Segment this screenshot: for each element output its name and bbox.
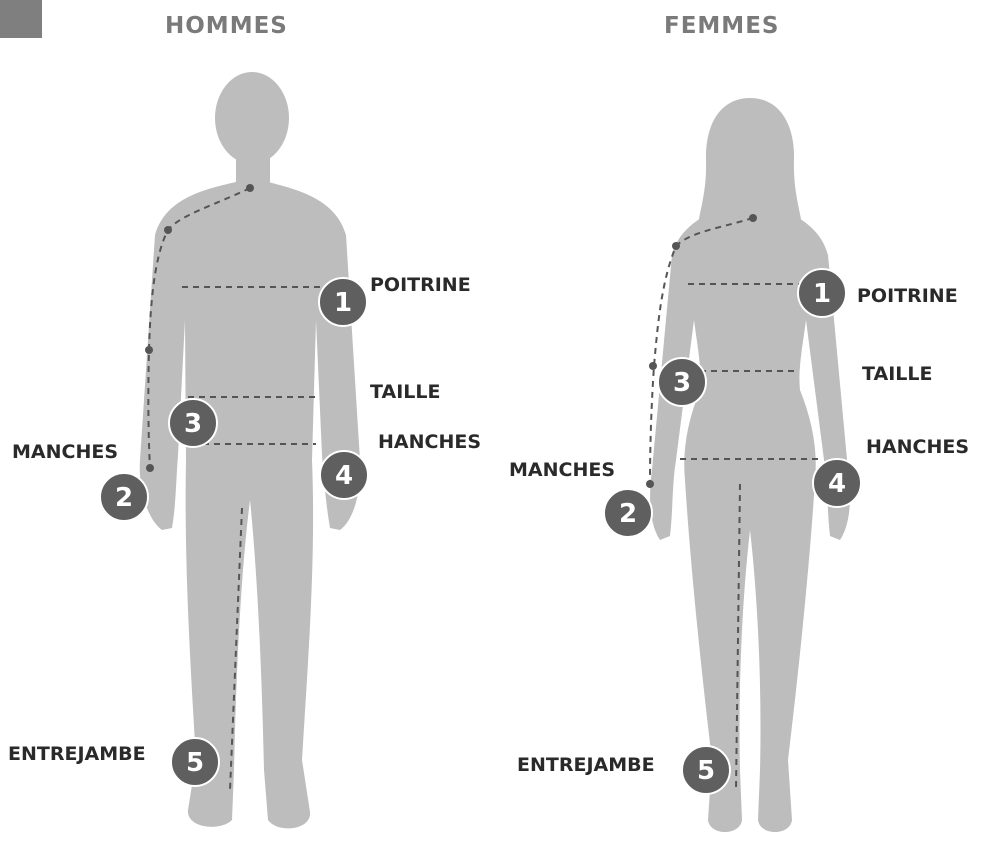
man-badge-3: 3 — [184, 409, 202, 439]
man-badge-2: 2 — [115, 483, 133, 513]
woman-badge-2: 2 — [619, 499, 637, 529]
woman-label-inseam: ENTREJAMBE — [517, 754, 655, 776]
man-badge-4: 4 — [335, 461, 353, 491]
man-label-hips: HANCHES — [378, 431, 481, 453]
man-label-inseam: ENTREJAMBE — [8, 743, 146, 765]
man-badge-5: 5 — [186, 748, 204, 778]
woman-label-chest: POITRINE — [857, 285, 958, 307]
woman-label-hips: HANCHES — [866, 436, 969, 458]
woman-label-waist: TAILLE — [862, 363, 932, 385]
man-callout-chest: 1 POITRINE — [319, 274, 471, 326]
woman-badge-3: 3 — [673, 368, 691, 398]
woman-callout-sleeves: 2 MANCHES — [509, 459, 652, 537]
woman-callout-chest: 1 POITRINE — [798, 269, 958, 317]
man-callout-inseam: 5 ENTREJAMBE — [8, 738, 219, 786]
woman-callout-inseam: 5 ENTREJAMBE — [517, 746, 730, 794]
woman-badge-4: 4 — [828, 469, 846, 499]
man-label-chest: POITRINE — [370, 274, 471, 296]
man-label-waist: TAILLE — [370, 381, 440, 403]
woman-label-sleeves: MANCHES — [509, 459, 615, 481]
woman-badge-1: 1 — [813, 279, 831, 309]
woman-badge-5: 5 — [697, 756, 715, 786]
man-callout-sleeves: 2 MANCHES — [12, 441, 148, 521]
man-label-sleeves: MANCHES — [12, 441, 118, 463]
man-badge-1: 1 — [334, 288, 352, 318]
